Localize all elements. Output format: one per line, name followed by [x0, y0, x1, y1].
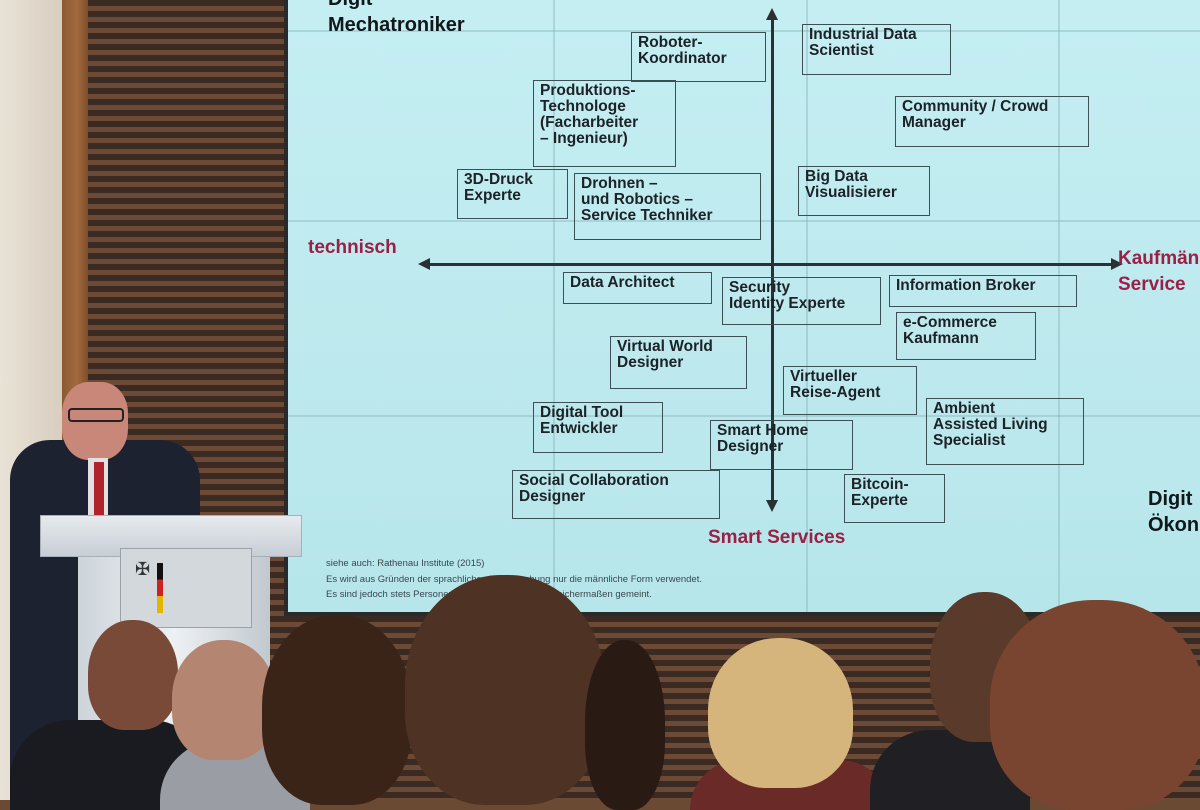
grid-line — [806, 0, 808, 612]
job-box-virtueller-reise-agent: Virtueller Reise-Agent — [783, 366, 917, 415]
bottom-right-partial-1: Digit — [1148, 488, 1193, 510]
job-box-roboter-koordinator: Roboter- Koordinator — [631, 32, 766, 82]
job-box-e-commerce-kaufmann: e-Commerce Kaufmann — [896, 312, 1036, 360]
audience-member — [172, 640, 276, 760]
footnote-source: siehe auch: Rathenau Institute (2015) — [326, 558, 485, 569]
audience-member — [585, 640, 665, 810]
arrow-left-icon — [418, 258, 430, 270]
job-box-smart-home-designer: Smart Home Designer — [710, 420, 853, 470]
flag-icon — [157, 563, 163, 613]
job-box-bitcoin-experte: Bitcoin- Experte — [844, 474, 945, 523]
vertical-axis — [771, 14, 774, 506]
job-box-industrial-data-scientist: Industrial Data Scientist — [802, 24, 951, 75]
axis-label-technisch: technisch — [308, 237, 397, 258]
grid-line — [288, 30, 1200, 32]
job-box-information-broker: Information Broker — [889, 275, 1077, 307]
podium-emblem: ✠ — [120, 548, 252, 628]
title-partial: Digit — [328, 0, 372, 11]
horizontal-axis — [428, 263, 1113, 266]
glasses-icon — [68, 408, 124, 422]
audience-member — [88, 620, 178, 730]
projection-screen: Digit Mechatroniker technisch Kaufmän Se… — [288, 0, 1200, 612]
job-box-3d-druck-experte: 3D-Druck Experte — [457, 169, 568, 219]
bottom-right-partial-2: Ökon — [1148, 514, 1200, 536]
speaker-tie — [94, 462, 104, 522]
axis-label-smart-services: Smart Services — [708, 527, 846, 548]
audience-member — [405, 575, 605, 805]
arrow-right-icon — [1111, 258, 1123, 270]
job-box-drohnen-robotics: Drohnen – und Robotics – Service Technik… — [574, 173, 761, 240]
job-box-big-data-visualisierer: Big Data Visualisierer — [798, 166, 930, 216]
arrow-down-icon — [766, 500, 778, 512]
job-box-security-identity: Security Identity Experte — [722, 277, 881, 325]
job-box-community-crowd-manager: Community / Crowd Manager — [895, 96, 1089, 147]
grid-line — [553, 0, 555, 612]
audience-member — [262, 615, 412, 805]
axis-label-service: Service — [1118, 274, 1186, 295]
job-box-ambient-assisted-living: Ambient Assisted Living Specialist — [926, 398, 1084, 465]
title-mechatroniker: Mechatroniker — [328, 14, 465, 36]
job-box-digital-tool-entwickler: Digital Tool Entwickler — [533, 402, 663, 453]
grid-line — [288, 220, 1200, 222]
job-box-data-architect: Data Architect — [563, 272, 712, 304]
job-box-produktions-technologe: Produktions- Technologe (Facharbeiter – … — [533, 80, 676, 167]
audience-member — [708, 638, 853, 788]
job-box-virtual-world-designer: Virtual World Designer — [610, 336, 747, 389]
axis-label-kaufmaennisch: Kaufmän — [1118, 248, 1200, 269]
grid-line — [288, 415, 1200, 417]
arrow-up-icon — [766, 8, 778, 20]
audience-member — [990, 600, 1200, 810]
job-box-social-collaboration-designer: Social Collaboration Designer — [512, 470, 720, 519]
eagle-icon: ✠ — [135, 559, 151, 579]
